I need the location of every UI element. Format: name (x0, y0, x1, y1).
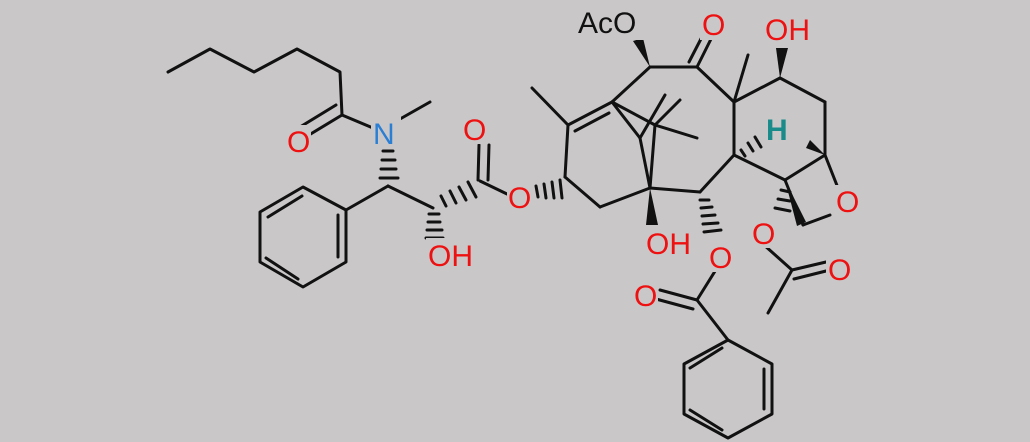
wedge-c1-oh (646, 188, 658, 225)
wedge-c10-oac (633, 38, 650, 67)
phenyl-ring-benzoyl (682, 338, 774, 440)
ring-hydroxyl-label: OH (646, 228, 691, 261)
hexanoyl-chain (166, 47, 432, 140)
benzoate-carbonyl-oxygen-label: O (634, 280, 657, 313)
hashed-bond-ch-co (439, 180, 478, 208)
ester-link-oxygen-label: O (508, 182, 531, 215)
wedge-c7-oh (776, 48, 788, 78)
atom-labels: AcO O OH H O O O N O OH OH O O O O (285, 4, 860, 313)
hashed-bond-c2-obz (698, 198, 723, 234)
hashed-bond-o-c13 (534, 178, 564, 200)
hashed-bond-c4-oac (773, 188, 792, 213)
ketone-oxygen-label: O (702, 9, 725, 42)
acetoxy-label: AcO (578, 7, 636, 40)
side-chain (344, 143, 509, 240)
hydrogen-label: H (766, 114, 788, 147)
wedge-oxetane (785, 180, 806, 226)
ester-carbonyl-oxygen-label: O (463, 114, 486, 147)
wedge-c5 (806, 140, 825, 155)
hashed-bond-ch-oh (424, 212, 445, 240)
hydroxyl-top-label: OH (765, 14, 810, 47)
hashed-bond-c3-h (739, 135, 763, 158)
amide-oxygen-label: O (287, 126, 310, 159)
benzoate-oxygen-label: O (709, 242, 732, 275)
acetate-carbonyl-oxygen-label: O (828, 254, 851, 287)
nitrogen-label: N (373, 118, 395, 151)
phenyl-ring-left (258, 185, 348, 289)
acetate-oxygen-label: O (752, 218, 775, 251)
taxane-core (530, 31, 840, 342)
oxetane-oxygen-label: O (836, 186, 859, 219)
hashed-bond-n-ch (378, 149, 400, 180)
side-chain-hydroxyl-label: OH (428, 240, 473, 273)
